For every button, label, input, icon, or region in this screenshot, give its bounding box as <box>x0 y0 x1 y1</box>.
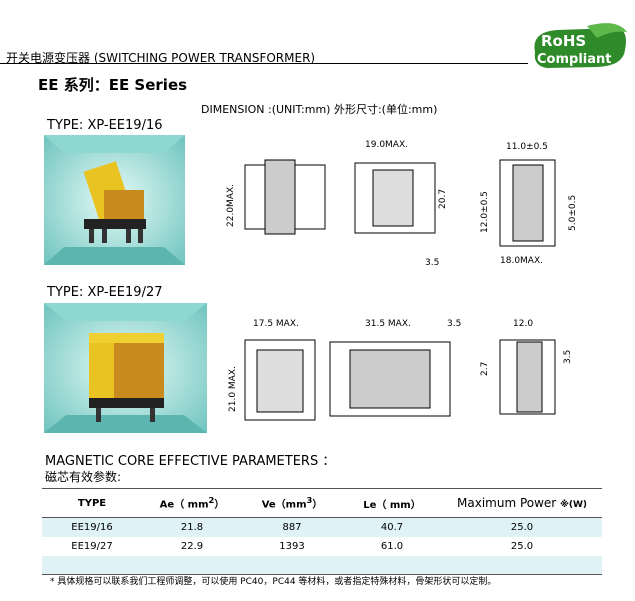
cell-ve: 1393 <box>279 541 305 552</box>
cell-le: 61.0 <box>380 541 404 552</box>
cell-power: 25.0 <box>442 517 602 537</box>
dim-row-span: 12.0±0.5 <box>480 191 490 233</box>
dim-depth: 11.0±0.5 <box>506 142 548 152</box>
dim-pin-len: 3.5 <box>425 258 439 268</box>
col-ae: Ae（ mm2） <box>142 488 242 518</box>
cell-power: 25.0 <box>510 541 534 552</box>
type-label-ee19-27: TYPE: XP-EE19/27 <box>47 285 163 300</box>
table-row-empty <box>42 556 602 575</box>
dim-depth-2: 12.0 <box>513 319 533 329</box>
table-row: EE19/16 21.8 887 40.7 25.0 <box>42 517 602 537</box>
type-label-ee19-16: TYPE: XP-EE19/16 <box>47 118 163 133</box>
cell-type: EE19/27 <box>71 541 113 552</box>
cell-ve: 887 <box>242 517 342 537</box>
dim-side-pitch: 5.0±0.5 <box>568 195 578 231</box>
dim-side-2: 3.5 <box>563 350 573 364</box>
cell-le: 40.7 <box>342 517 442 537</box>
magnetic-params-subtitle: 磁芯有效参数: <box>45 470 122 484</box>
dim-height: 22.0MAX. <box>226 184 236 227</box>
table-row: EE19/27 22.9 1393 61.0 25.0 <box>42 537 602 556</box>
dim-length-2: 31.5 MAX. <box>365 319 411 329</box>
magnetic-params-table: TYPE Ae（ mm2） Ve（mm3） Le（ mm） Maximum Po… <box>42 488 602 575</box>
col-le: Le（ mm） <box>342 488 442 518</box>
header-title: 开关电源变压器 (SWITCHING POWER TRANSFORMER) <box>6 51 316 65</box>
product-photo-ee19-27 <box>44 303 207 433</box>
product-photo-ee19-16 <box>44 135 185 265</box>
magnetic-params-title: MAGNETIC CORE EFFECTIVE PARAMETERS ： <box>45 454 336 469</box>
rohs-text: RoHS <box>541 32 586 50</box>
dim-width: 19.0MAX. <box>365 140 408 150</box>
compliant-text: Compliant <box>537 52 611 67</box>
header-rule <box>0 63 528 64</box>
dimension-drawing-ee19-16: 22.0MAX. 19.0MAX. 20.7 3.5 11.0±0.5 12.0… <box>226 140 578 268</box>
cell-ae: 21.8 <box>142 517 242 537</box>
rohs-compliant-logo: RoHS Compliant <box>534 23 627 68</box>
cell-type: EE19/16 <box>42 517 142 537</box>
dim-pin-pitch: 20.7 <box>438 189 448 209</box>
table-header-row: TYPE Ae（ mm2） Ve（mm3） Le（ mm） Maximum Po… <box>42 488 602 518</box>
dim-base: 18.0MAX. <box>500 256 543 266</box>
col-type: TYPE <box>42 488 142 518</box>
dim-pin-len-2: 3.5 <box>447 319 461 329</box>
col-ve: Ve（mm3） <box>242 488 342 518</box>
col-max-power: Maximum Power ※(W) <box>442 488 602 518</box>
dim-height-2: 21.0 MAX. <box>228 366 238 412</box>
dimension-drawing-ee19-27: 17.5 MAX. 21.0 MAX. 31.5 MAX. 3.5 12.0 2… <box>228 319 573 421</box>
dim-width-2: 17.5 MAX. <box>253 319 299 329</box>
dim-pitch-2: 2.7 <box>480 362 490 376</box>
dimension-note: DIMENSION :(UNIT:mm) 外形尺寸:(单位:mm) <box>201 103 438 116</box>
series-title: EE 系列：EE Series <box>38 76 188 94</box>
footnote: * 具体规格可以联系我们工程师调整，可以使用 PC40，PC44 等材料，或者指… <box>50 577 497 587</box>
cell-ae: 22.9 <box>180 541 204 552</box>
